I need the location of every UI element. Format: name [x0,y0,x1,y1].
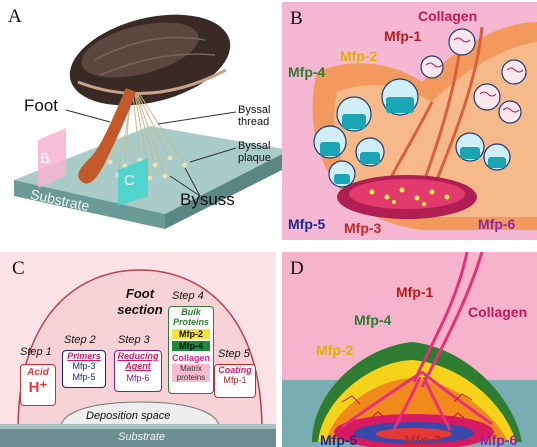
step1-body: H⁺ [21,378,55,396]
step5-heading: Coating [215,365,255,375]
step3-label: Step 3 [118,334,150,346]
panel-d-label: D [290,258,304,280]
step5-label: Step 5 [218,348,250,360]
step2-heading: Primers [63,351,105,361]
step4-mfp4: Mfp-4 [172,341,210,351]
d-collagen-label: Collagen [468,304,527,320]
foot-label: Foot [24,96,58,116]
step4-matrix: Matrix proteins [172,364,210,382]
b-mfp5-label: Mfp-5 [288,216,325,232]
d-mfp4-label: Mfp-4 [354,312,391,328]
step3-box: Reducing Agent Mfp-6 [114,350,162,392]
byssal-thread-label: Byssal thread [238,104,270,128]
bysuss-label: Bysuss [180,190,235,210]
step1-label: Step 1 [20,346,52,358]
panel-a: A Foot Byssal thread Byssal plaque B C B… [0,0,282,230]
step2-body: Mfp-3 Mfp-5 [63,361,105,383]
step4-label: Step 4 [172,290,204,302]
panel-b-label: B [290,8,303,30]
foot-section-line2: section [110,302,170,317]
foot-section-line1: Foot [110,286,170,301]
panel-d: D Mfp-1 Collagen Mfp-4 Mfp-2 Mfp-5 Mfp-3… [282,252,537,447]
d-mfp5-label: Mfp-5 [320,432,357,447]
b-mfp6-label: Mfp-6 [478,216,515,232]
d-mfp1-label: Mfp-1 [396,284,433,300]
step5-box: Coating Mfp-1 [214,364,256,398]
c-substrate-label: Substrate [118,431,165,443]
d-mfp3-label: Mfp-3 [404,432,441,447]
step4-box: Bulk Proteins Mfp-2 Mfp-4 Collagen Matri… [168,306,214,394]
byssal-plaque-label: Byssal plaque [238,140,271,164]
d-mfp2-label: Mfp-2 [316,342,353,358]
b-mfp3-label: Mfp-3 [344,220,381,236]
step2-label: Step 2 [64,334,96,346]
d-mfp6-label: Mfp-6 [480,432,517,447]
step4-mfp2: Mfp-2 [172,329,210,339]
step1-box: Acid H⁺ [20,364,56,406]
step5-body: Mfp-1 [215,375,255,385]
panel-c-label: C [12,258,25,280]
b-mfp2-label: Mfp-2 [340,48,377,64]
step2-box: Primers Mfp-3 Mfp-5 [62,350,106,388]
deposition-space-label: Deposition space [86,410,170,422]
panel-b: B Collagen Mfp-1 Mfp-2 Mfp-4 Mfp-5 Mfp-3… [282,2,537,240]
panel-c: C Foot section Step 1 Acid H⁺ Step 2 Pri… [0,252,276,447]
step3-heading: Reducing Agent [115,351,161,371]
step4-collagen: Collagen [169,353,213,363]
b-mfp1-label: Mfp-1 [384,28,421,44]
marker-c-label: C [124,172,135,189]
b-collagen-label: Collagen [418,8,477,24]
step3-body: Mfp-6 [115,373,161,383]
panel-a-label: A [8,6,22,28]
step1-heading: Acid [21,367,55,378]
step4-heading: Bulk Proteins [169,307,213,327]
b-mfp4-label: Mfp-4 [288,64,325,80]
marker-b-label: B [40,150,50,167]
